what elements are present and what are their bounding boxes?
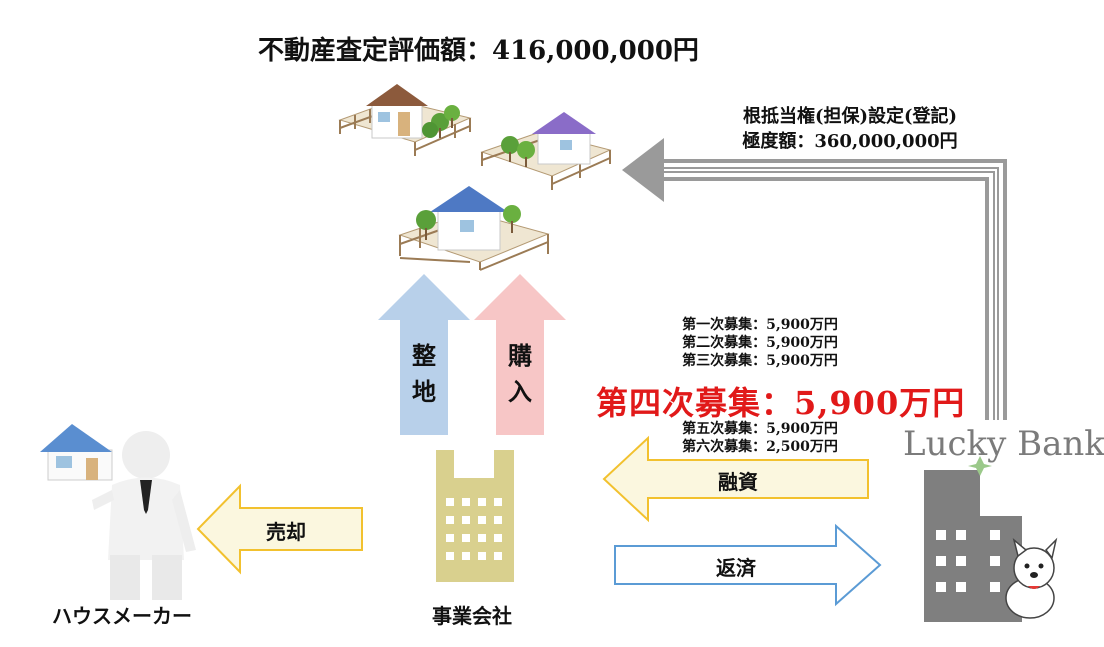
mortgage-arrow [622, 138, 1007, 420]
mortgage-line-1: 根抵当権(担保)設定(登記) [742, 106, 958, 127]
seiri-char-2: 地 [412, 377, 436, 406]
bank-logo: Lucky Bank [903, 424, 1104, 464]
repay-arrow [614, 523, 882, 607]
kounyu-label: 購 入 [505, 338, 535, 410]
sale-label: 売却 [266, 520, 306, 544]
rounds-before: 第一次募集：5,900万円 第二次募集：5,900万円 第三次募集：5,900万… [640, 316, 880, 370]
round-3: 第三次募集：5,900万円 [682, 353, 838, 369]
round-6: 第六次募集：2,500万円 [682, 439, 838, 455]
house-maker-label: ハウスメーカー [52, 604, 192, 628]
house-icon-purple [480, 112, 612, 190]
kounyu-char-2: 入 [508, 377, 532, 406]
house-icon-blue [398, 186, 550, 271]
mortgage-line-2: 極度額：360,000,000円 [742, 131, 958, 152]
house-icon-small [40, 424, 113, 481]
repay-label: 返済 [716, 556, 756, 580]
loan-label: 融資 [718, 470, 758, 494]
seiri-label: 整 地 [409, 338, 439, 410]
seiri-up-arrow [378, 274, 470, 435]
company-label: 事業会社 [432, 604, 512, 628]
seiri-char-1: 整 [412, 341, 436, 370]
round-5: 第五次募集：5,900万円 [682, 421, 838, 437]
mortgage-label: 根抵当権(担保)設定(登記) 極度額：360,000,000円 [700, 104, 1000, 154]
round-1: 第一次募集：5,900万円 [682, 317, 838, 333]
dog-mascot-icon [1005, 537, 1058, 619]
kounyu-char-1: 購 [508, 341, 532, 370]
sale-arrow [196, 483, 363, 575]
page-title: 不動産査定評価額：416,000,000円 [258, 36, 699, 66]
loan-arrow [602, 435, 869, 523]
person-icon [92, 431, 196, 600]
round-2: 第二次募集：5,900万円 [682, 335, 838, 351]
company-building-icon [436, 450, 514, 582]
rounds-after: 第五次募集：5,900万円 第六次募集：2,500万円 [640, 420, 880, 456]
round-4-highlight: 第四次募集：5,900万円 [596, 384, 966, 422]
house-icon-brown [338, 84, 472, 156]
kounyu-up-arrow [474, 274, 566, 435]
